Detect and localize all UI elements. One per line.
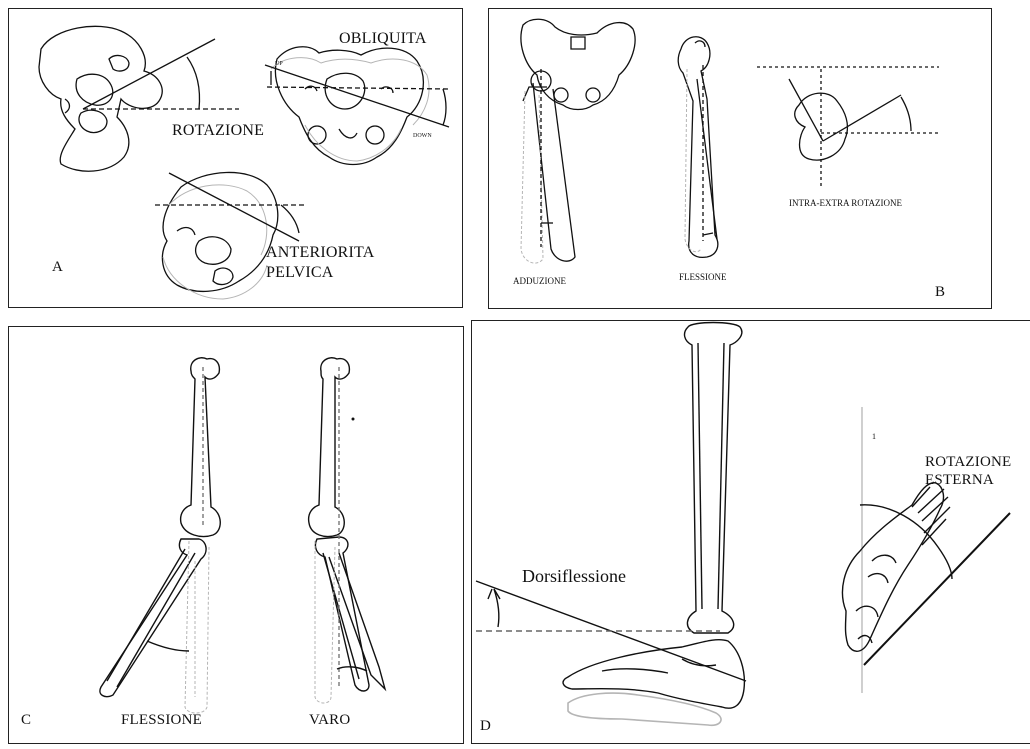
label-pelvica: PELVICA	[266, 265, 334, 281]
label-rotazione: ROTAZIONE	[172, 123, 264, 139]
panel-a-drawing	[9, 9, 462, 307]
label-dorsiflessione: Dorsiflessione	[522, 567, 626, 585]
label-down-tick: DOWN	[413, 133, 432, 139]
panel-letter-a: A	[52, 260, 63, 275]
adduzione-pelvis-femur-drawing	[521, 19, 635, 261]
external-rotation-foot-drawing	[842, 407, 1010, 693]
label-intra-extra-rotazione: INTRA-EXTRA ROTAZIONE	[789, 199, 902, 208]
panel-d-drawing	[472, 321, 1030, 743]
label-obliquita: OBLIQUITA	[339, 31, 427, 47]
varo-femur-tibia-drawing	[309, 358, 385, 691]
pelvis-top-view-drawing	[39, 26, 162, 171]
label-flessione-c: FLESSIONE	[121, 713, 202, 728]
label-rotazione-esterna-2: ESTERNA	[925, 473, 994, 488]
panel-a: ROTAZIONE OBLIQUITA UP DOWN ANTERIORITA …	[8, 8, 463, 308]
label-up-tick: UP	[275, 61, 283, 67]
panel-c: FLESSIONE VARO C	[8, 326, 464, 744]
panel-c-drawing	[9, 327, 463, 743]
panel-b: ADDUZIONE FLESSIONE INTRA-EXTRA ROTAZION…	[488, 8, 992, 309]
pelvis-front-view-drawing	[275, 47, 423, 165]
label-anteriorita: ANTERIORITA	[266, 245, 374, 261]
label-tick-1: 1	[872, 433, 876, 441]
panel-d: Dorsiflessione 1 ROTAZIONE ESTERNA D	[471, 320, 1030, 744]
panel-letter-c: C	[21, 713, 31, 728]
pelvis-lateral-view-drawing	[162, 172, 277, 291]
label-flessione-b: FLESSIONE	[679, 273, 727, 282]
label-varo: VARO	[309, 713, 350, 728]
panel-letter-d: D	[480, 719, 491, 734]
panel-letter-b: B	[935, 285, 945, 300]
tibia-drawing	[685, 323, 742, 634]
flessione-femur-drawing	[678, 37, 718, 258]
panel-b-drawing	[489, 9, 991, 308]
intra-extra-rotation-drawing	[757, 67, 941, 189]
label-adduzione: ADDUZIONE	[513, 277, 566, 286]
label-rotazione-esterna-1: ROTAZIONE	[925, 455, 1011, 470]
